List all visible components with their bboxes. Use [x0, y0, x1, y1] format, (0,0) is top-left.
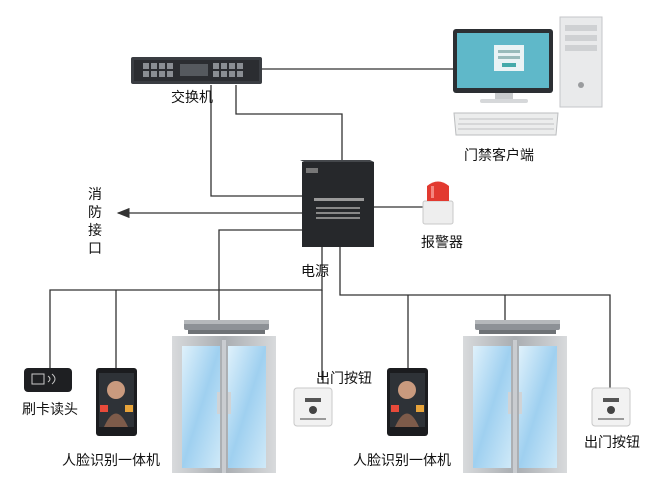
face-terminal-left-label: 人脸识别一体机 — [62, 453, 160, 469]
exit-button-left-label: 出门按钮 — [316, 371, 372, 387]
power-supply-box-icon — [300, 160, 374, 247]
magnetic-lock-right-icon — [475, 320, 560, 334]
exit-button-right-icon — [591, 387, 631, 427]
wire-power-lock-left — [218, 229, 302, 323]
network-switch-icon — [131, 57, 262, 84]
face-terminal-right-icon — [387, 368, 428, 436]
face-terminal-left-icon — [96, 368, 137, 436]
wire-lines — [49, 68, 611, 388]
wire-power-left-bus — [49, 247, 323, 370]
wire-switch-power-b — [235, 85, 343, 162]
card-reader-label: 刷卡读头 — [22, 402, 78, 418]
glass-door-left-icon — [172, 336, 276, 473]
desktop-computer-icon — [453, 16, 603, 136]
face-terminal-right-label: 人脸识别一体机 — [353, 453, 451, 469]
client-label: 门禁客户端 — [464, 148, 534, 164]
fire-interface-label: 消防接口 — [88, 187, 102, 257]
exit-button-left-icon — [293, 387, 333, 427]
alarm-label: 报警器 — [421, 235, 463, 251]
magnetic-lock-left-icon — [184, 320, 269, 334]
wire-switch-power-a — [210, 85, 302, 197]
wire-power-right-bus — [339, 247, 611, 388]
alarm-siren-icon — [422, 181, 454, 225]
glass-door-right-icon — [463, 336, 567, 473]
power-label: 电源 — [301, 264, 329, 280]
card-reader-icon — [24, 368, 72, 392]
exit-button-right-label: 出门按钮 — [584, 435, 640, 451]
switch-label: 交换机 — [171, 90, 213, 106]
